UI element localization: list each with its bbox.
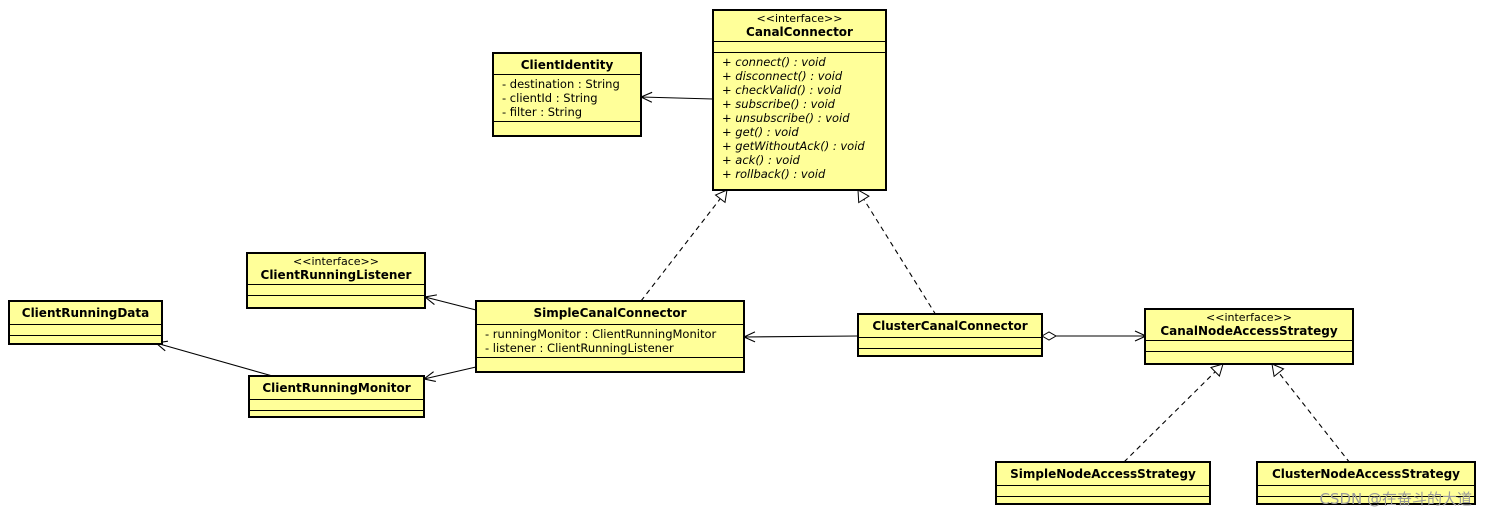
assoc-cluster-simple [742,331,859,343]
class-cluster-node-access-strategy[interactable]: ClusterNodeAccessStrategy [1256,461,1476,505]
class-header: ClientRunningMonitor [250,377,423,400]
realize-simplenode-strategy [1123,363,1224,463]
class-client-running-listener[interactable]: <<interface>> ClientRunningListener [246,252,426,309]
class-client-identity[interactable]: ClientIdentity - destination : String - … [492,52,642,137]
realize-clusternode-strategy [1271,363,1351,464]
class-simple-canal-connector[interactable]: SimpleCanalConnector - runningMonitor : … [475,300,745,373]
class-name: ClusterCanalConnector [872,319,1028,333]
attribute: - filter : String [502,105,583,119]
class-name: ClusterNodeAccessStrategy [1271,467,1461,481]
attributes-section [248,285,424,296]
class-name: CanalConnector [746,25,853,39]
watermark: CSDN @在奋斗的大道 [1319,490,1472,508]
class-name: ClientRunningMonitor [262,381,411,395]
class-header: <<interface>> CanalConnector [714,11,885,42]
operation: + getWithoutAck() : void [722,139,865,153]
class-canal-node-access-strategy[interactable]: <<interface>> CanalNodeAccessStrategy [1144,308,1354,365]
class-header: <<interface>> ClientRunningListener [248,254,424,285]
operation: + rollback() : void [722,167,826,181]
class-header: ClusterCanalConnector [859,315,1041,338]
attributes-section: - runningMonitor : ClientRunningMonitor … [477,325,743,358]
operations-section [1146,352,1352,363]
attributes-section: - destination : String - clientId : Stri… [494,75,640,122]
attributes-section [859,338,1041,349]
stereotype-label: <<interface>> [293,255,379,268]
operation: + get() : void [722,125,799,139]
class-name: ClientRunningListener [260,268,412,282]
operations-section [477,358,743,371]
assoc-monitor-data [154,340,277,378]
assoc-canalconnector-clientidentity [639,91,714,103]
attributes-section [250,400,423,411]
operations-section [859,349,1041,357]
attributes-section [1146,341,1352,352]
operations-section [997,497,1209,505]
class-simple-node-access-strategy[interactable]: SimpleNodeAccessStrategy [995,461,1211,505]
operations-section [10,336,161,344]
assoc-simple-monitor [422,366,477,382]
class-client-running-monitor[interactable]: ClientRunningMonitor [248,375,425,418]
class-header: ClientIdentity [494,54,640,75]
operations-section [250,411,423,419]
class-name: CanalNodeAccessStrategy [1160,324,1338,338]
operations-section [494,122,640,135]
class-header: SimpleCanalConnector [477,302,743,325]
attribute: - clientId : String [502,91,598,105]
class-header: ClusterNodeAccessStrategy [1258,463,1474,486]
attribute: - runningMonitor : ClientRunningMonitor [485,327,717,341]
class-client-running-data[interactable]: ClientRunningData [8,300,163,345]
class-header: ClientRunningData [10,302,161,325]
class-header: SimpleNodeAccessStrategy [997,463,1209,486]
operations-section [248,296,424,307]
class-name: SimpleCanalConnector [533,306,687,320]
realize-cluster-canalconnector [857,189,937,316]
attribute: - listener : ClientRunningListener [485,341,674,355]
class-canal-connector[interactable]: <<interface>> CanalConnector + connect()… [712,9,887,191]
operation: + checkValid() : void [722,83,842,97]
operation: + unsubscribe() : void [722,111,850,125]
operation: + subscribe() : void [722,97,835,111]
realize-simple-canalconnector [640,189,728,302]
attribute: - destination : String [502,77,620,91]
attributes-section [1258,486,1474,497]
attributes-section [10,325,161,336]
class-name: ClientRunningData [21,306,150,320]
stereotype-label: <<interface>> [1206,311,1292,324]
class-cluster-canal-connector[interactable]: ClusterCanalConnector [857,313,1043,357]
class-name: SimpleNodeAccessStrategy [1010,467,1196,481]
assoc-simple-listener [423,294,477,311]
stereotype-label: <<interface>> [756,12,843,25]
operation: + connect() : void [722,55,826,69]
operations-section: + connect() : void + disconnect() : void… [714,53,885,189]
class-name: ClientIdentity [520,58,614,72]
operation: + ack() : void [722,153,800,167]
attributes-section [997,486,1209,497]
operation: + disconnect() : void [722,69,843,83]
attributes-section [714,42,885,53]
class-header: <<interface>> CanalNodeAccessStrategy [1146,310,1352,341]
